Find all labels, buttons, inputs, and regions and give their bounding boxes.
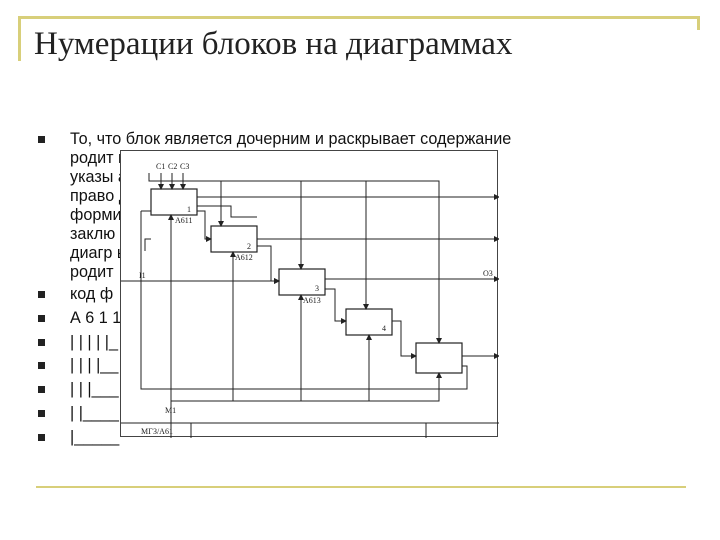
bullet-square-icon bbox=[38, 338, 45, 346]
output-label-o3: О3 bbox=[483, 269, 493, 278]
bullet-item: | |____ 0 bbox=[38, 402, 698, 426]
idef0-diagram: С1 С2 С3 1 2 3 4 А611 А612 А613 I1 О3 М1… bbox=[120, 150, 499, 438]
paragraph-line: родит bbox=[70, 263, 114, 281]
diagram-block-2 bbox=[210, 225, 258, 253]
diagram-block-5 bbox=[415, 342, 463, 374]
diagram-block-3 bbox=[278, 268, 326, 296]
bullet-item-text: код ф bbox=[70, 285, 114, 303]
bullet-square-icon bbox=[38, 386, 45, 394]
paragraph-line: То, что блок является дочерним и раскрыв… bbox=[70, 130, 512, 148]
slide-title: Нумерации блоков на диаграммах bbox=[34, 26, 513, 62]
frame-right-line bbox=[697, 16, 700, 30]
bullet-item-text: | | | | |_ bbox=[70, 332, 119, 351]
bullet-item-text: | | |___ 6 bbox=[70, 380, 133, 399]
block-number-3: 3 bbox=[315, 284, 319, 293]
mechanism-label-m1: М1 bbox=[165, 406, 176, 415]
bullet-square-icon bbox=[38, 314, 45, 322]
block-number-2: 2 bbox=[247, 242, 251, 251]
node-code-a611: А611 bbox=[175, 216, 192, 225]
diagram-drawing: С1 С2 С3 1 2 3 4 А611 А612 А613 I1 О3 М1… bbox=[121, 162, 499, 438]
bottom-rule bbox=[36, 486, 686, 488]
diagram-block-1 bbox=[150, 188, 198, 216]
bullet-item-text: | | | |__ ;1 bbox=[70, 356, 137, 375]
control-label-c2: С2 bbox=[168, 162, 177, 171]
node-code-a612: А612 bbox=[235, 253, 253, 262]
frame-top-line bbox=[18, 16, 700, 19]
diagram-footer-code: МГЗ/А61 bbox=[141, 427, 173, 436]
bullet-square-icon bbox=[38, 433, 45, 441]
bullet-item-text: | |____ 0 bbox=[70, 403, 133, 422]
bullet-item-text: |_____ bbox=[70, 427, 120, 446]
bullet-item: код ф bbox=[38, 283, 698, 307]
bullet-item: | | | | |_ bbox=[38, 331, 698, 355]
node-code-a613: А613 bbox=[303, 296, 321, 305]
bullet-square-icon bbox=[38, 409, 45, 417]
control-label-c1: С1 bbox=[156, 162, 165, 171]
block-number-1: 1 bbox=[187, 205, 191, 214]
bullet-item: А 6 1 1 bbox=[38, 307, 698, 331]
bullet-item: |_____ bbox=[38, 426, 698, 450]
bullet-square-icon bbox=[38, 362, 45, 370]
control-label-c3: С3 bbox=[180, 162, 189, 171]
bullet-item-text: А 6 1 1 bbox=[70, 308, 122, 327]
bullet-square-icon bbox=[38, 291, 45, 298]
bullet-square-icon bbox=[38, 136, 45, 143]
bullet-item: | | | |__ ;1 bbox=[38, 354, 698, 378]
block-number-4: 4 bbox=[382, 324, 386, 333]
bullet-item: | | |___ 6 bbox=[38, 378, 698, 402]
input-label-i1: I1 bbox=[139, 271, 146, 280]
frame-left-line bbox=[18, 16, 21, 61]
